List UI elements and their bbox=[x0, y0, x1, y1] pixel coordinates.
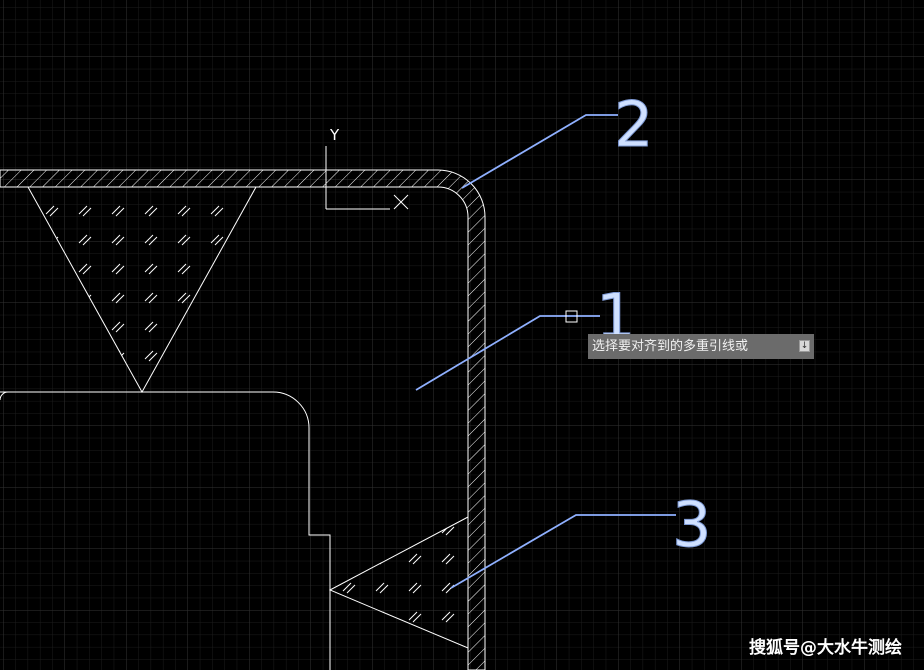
leader-2[interactable]: 2 bbox=[461, 88, 654, 189]
command-tooltip: 选择要对齐到的多重引线或 ↓ bbox=[588, 334, 814, 359]
leader-3[interactable]: 3 bbox=[450, 488, 712, 589]
profile-outline-left bbox=[0, 391, 9, 401]
tooltip-text: 选择要对齐到的多重引线或 bbox=[592, 339, 749, 354]
dropdown-arrow-icon[interactable]: ↓ bbox=[799, 340, 810, 352]
pickbox-cursor bbox=[565, 310, 578, 323]
ucs-y-label: Y bbox=[329, 126, 340, 144]
watermark: 搜狐号@大水牛测绘 bbox=[749, 638, 902, 658]
sheet-hatch[interactable] bbox=[0, 169, 486, 670]
weld-side-triangle[interactable] bbox=[328, 516, 469, 649]
weld-top-triangle[interactable] bbox=[27, 186, 257, 394]
ucs-icon bbox=[325, 146, 409, 210]
balloon-label-2: 2 bbox=[614, 88, 653, 161]
profile-outline[interactable] bbox=[0, 391, 331, 670]
balloon-label-3: 3 bbox=[672, 488, 711, 561]
